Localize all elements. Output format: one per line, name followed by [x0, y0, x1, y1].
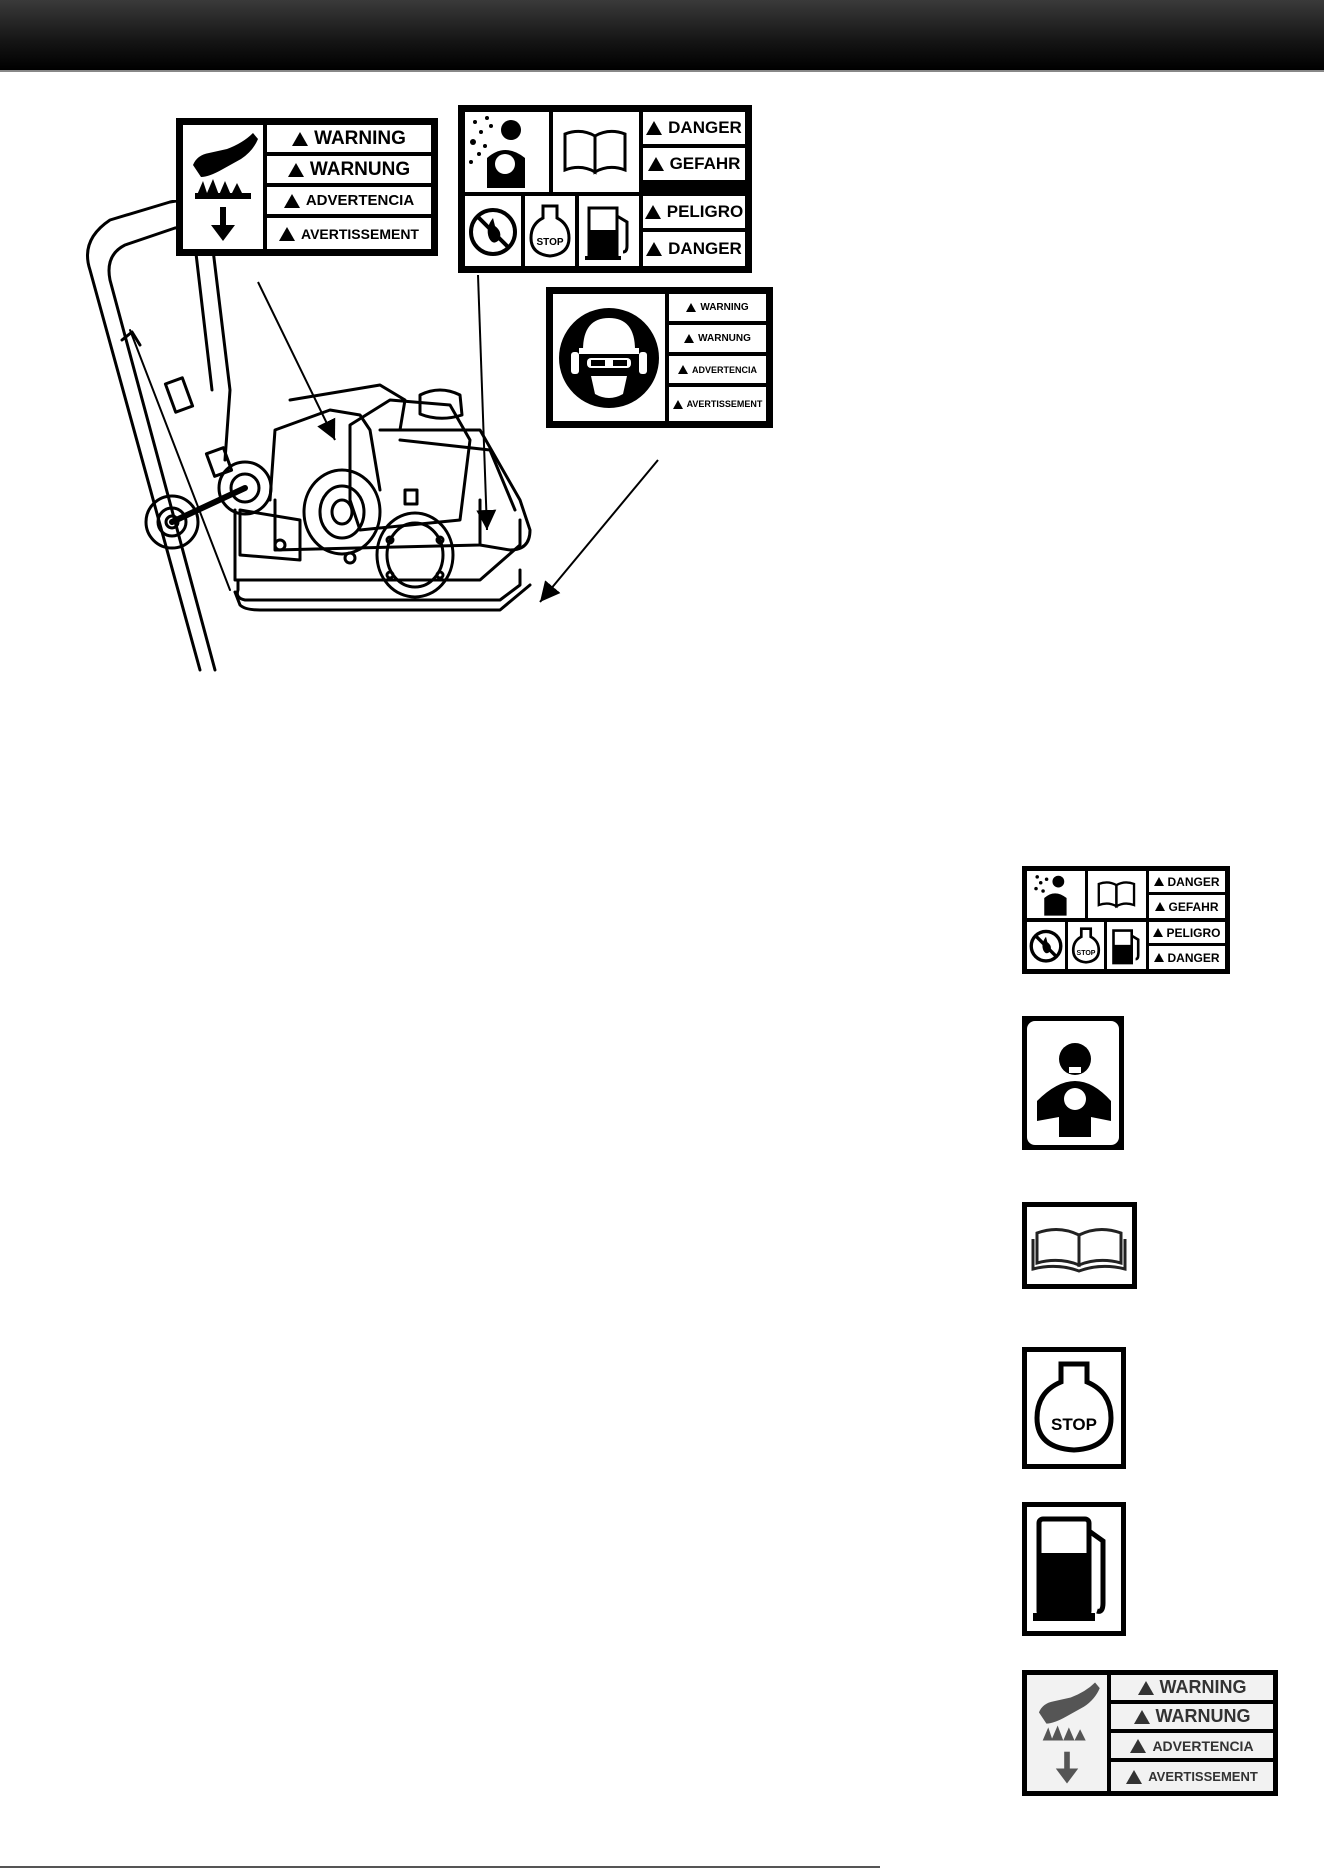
warning-triangle-icon — [646, 242, 662, 256]
warning-triangle-icon — [648, 157, 664, 171]
warning-triangle-icon — [673, 400, 683, 409]
toxic-fumes-icon — [1027, 1021, 1119, 1145]
stop-engine-icon — [1027, 1352, 1121, 1464]
warning-triangle-icon — [1154, 953, 1164, 962]
danger-line-4: DANGER — [643, 232, 745, 266]
warning-triangle-icon — [684, 334, 694, 343]
warning-triangle-icon — [284, 194, 300, 208]
fuel-pump-icon — [579, 196, 639, 266]
legend-hot-line-1: WARNING — [1111, 1675, 1273, 1700]
ppe-line-1: WARNING — [669, 294, 766, 321]
danger-label: STOP DANGER GEFAHR PELIGRO DANGER — [458, 105, 752, 273]
danger-line-3: PELIGRO — [643, 196, 745, 228]
warning-triangle-icon — [686, 303, 696, 312]
warning-triangle-icon — [1134, 1710, 1150, 1724]
legend-danger-line-1: DANGER — [1149, 871, 1225, 892]
warning-triangle-icon — [1154, 877, 1164, 886]
warning-triangle-icon — [1155, 902, 1165, 911]
legend-toxic-fumes — [1022, 1016, 1124, 1150]
hot-surface-warning-label: WARNING WARNUNG ADVERTENCIA AVERTISSEMEN… — [176, 118, 438, 256]
warning-triangle-icon — [279, 227, 295, 241]
fuel-pump-icon — [1107, 922, 1146, 969]
manual-icon — [553, 112, 639, 192]
toxic-fumes-icon — [1027, 871, 1085, 918]
no-fire-icon — [1027, 922, 1065, 969]
ppe-line-3: ADVERTENCIA — [669, 356, 766, 383]
ppe-warning-label: WARNING WARNUNG ADVERTENCIA AVERTISSEMEN… — [546, 287, 773, 428]
hot-label-line-2: WARNUNG — [267, 156, 431, 183]
hot-surface-icon — [1027, 1675, 1107, 1791]
legend-hot-line-3: ADVERTENCIA — [1111, 1733, 1273, 1758]
legend-stop-engine: STOP — [1022, 1347, 1126, 1469]
legend-manual — [1022, 1202, 1137, 1289]
legend-danger-line-2: GEFAHR — [1149, 895, 1225, 918]
ppe-line-4: AVERTISSEMENT — [669, 387, 766, 421]
warning-triangle-icon — [1138, 1681, 1154, 1695]
fuel-pump-icon — [1027, 1507, 1121, 1631]
legend-stop-icon-text: STOP — [1027, 1413, 1121, 1437]
warning-triangle-icon — [1153, 928, 1163, 937]
warning-triangle-icon — [1126, 1770, 1142, 1784]
stop-icon-text: STOP — [525, 235, 575, 249]
legend-hot-line-2: WARNUNG — [1111, 1704, 1273, 1729]
toxic-fumes-icon — [465, 112, 549, 192]
warning-triangle-icon — [646, 121, 662, 135]
legend-hot-line-4: AVERTISSEMENT — [1111, 1762, 1273, 1791]
legend-danger-line-3: PELIGRO — [1149, 922, 1225, 943]
legend-danger-line-4: DANGER — [1149, 946, 1225, 969]
legend-stop-text: STOP — [1068, 948, 1104, 958]
footer-rule — [0, 1866, 880, 1868]
warning-triangle-icon — [288, 163, 304, 177]
stop-engine-icon — [525, 196, 575, 266]
ppe-line-2: WARNUNG — [669, 325, 766, 352]
warning-triangle-icon — [1130, 1739, 1146, 1753]
stop-engine-icon — [1068, 922, 1104, 969]
warning-triangle-icon — [292, 132, 308, 146]
no-fire-icon — [465, 196, 521, 266]
hot-label-line-4: AVERTISSEMENT — [267, 218, 431, 249]
danger-line-2: GEFAHR — [643, 148, 745, 180]
ppe-icon — [553, 294, 665, 421]
warning-triangle-icon — [645, 205, 661, 219]
legend-fuel-pump — [1022, 1502, 1126, 1636]
legend-hot-surface-label: WARNING WARNUNG ADVERTENCIA AVERTISSEMEN… — [1022, 1670, 1278, 1796]
danger-line-1: DANGER — [643, 112, 745, 144]
hot-label-line-1: WARNING — [267, 125, 431, 152]
manual-icon — [1027, 1207, 1132, 1284]
hot-label-line-3: ADVERTENCIA — [267, 187, 431, 214]
warning-triangle-icon — [678, 365, 688, 374]
legend-danger-label: STOP DANGER GEFAHR PELIGRO DANGER — [1022, 866, 1230, 974]
hot-surface-icon — [183, 125, 263, 249]
manual-icon — [1088, 871, 1146, 918]
